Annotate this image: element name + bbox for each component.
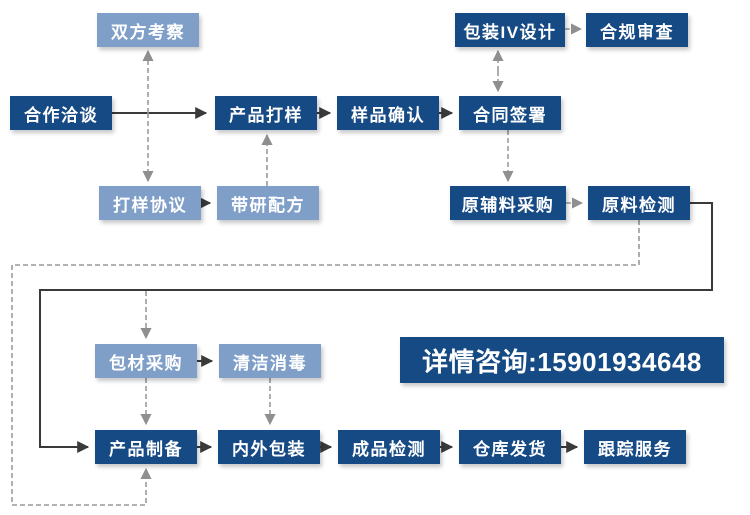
node-compliance-review: 合规审查 (586, 13, 688, 47)
node-sample-confirmation: 样品确认 (337, 96, 439, 130)
node-cooperation-negotiation: 合作洽谈 (10, 96, 112, 130)
node-warehouse-shipping: 仓库发货 (459, 430, 561, 464)
contact-banner: 详情咨询:15901934648 (400, 337, 724, 383)
node-contract-signing: 合同签署 (459, 96, 561, 130)
node-product-preparation: 产品制备 (95, 430, 197, 464)
arrow-mainloop-to-preparation (39, 202, 713, 453)
node-packaging-design: 包装IV设计 (455, 13, 565, 47)
node-cleaning-disinfection: 清洁消毒 (219, 344, 321, 378)
node-sampling-agreement: 打样协议 (99, 186, 201, 220)
node-formula-development: 带研配方 (217, 186, 319, 220)
node-packaging-material-purchase: 包材采购 (95, 344, 197, 378)
node-finished-product-testing: 成品检测 (338, 430, 440, 464)
node-raw-material-purchase: 原辅料采购 (450, 186, 566, 220)
node-inner-outer-packaging: 内外包装 (218, 430, 320, 464)
arrow-feedback-loop-to-preparation (11, 220, 640, 506)
node-product-sampling: 产品打样 (215, 96, 317, 130)
node-tracking-service: 跟踪服务 (584, 430, 686, 464)
node-raw-material-testing: 原料检测 (588, 186, 690, 220)
node-mutual-inspection: 双方考察 (97, 13, 199, 47)
